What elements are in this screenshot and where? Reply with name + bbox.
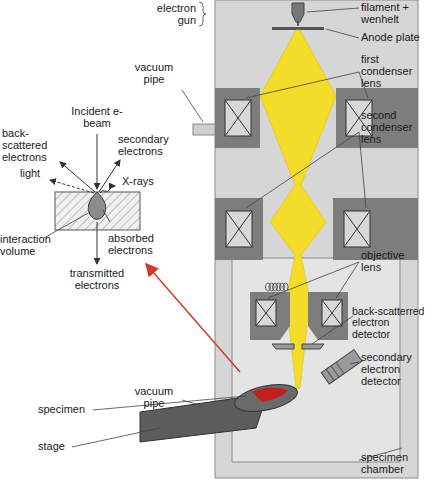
part-label: objective lens xyxy=(361,250,427,274)
part-label: first condenser lens xyxy=(361,54,427,90)
part-label: secondary electron detector xyxy=(361,352,429,388)
coil-turn xyxy=(283,283,288,291)
part-label: Anode plate xyxy=(361,32,425,44)
part-label: transmitted electrons xyxy=(58,268,136,292)
part-label: back-scattered electrons xyxy=(2,128,58,164)
part-label: vacuum pipe xyxy=(124,386,184,410)
part-label: specimen xyxy=(38,404,96,416)
part-label: light xyxy=(20,168,50,180)
part-label: second condenser lens xyxy=(361,110,427,146)
part-label: interaction volume xyxy=(0,234,54,258)
part-label: stage xyxy=(38,441,78,453)
part-label: filament + wenhelt xyxy=(361,2,431,26)
part-label: vacuum pipe xyxy=(124,62,184,86)
part-label: secondary electrons xyxy=(118,134,184,158)
part-label: specimen chamber xyxy=(361,452,427,476)
part-label: electron gun xyxy=(140,3,196,27)
part-label: Incident e-beam xyxy=(64,106,130,130)
part-label: back-scatterred electron detector xyxy=(352,306,430,340)
part-label: absorbed electrons xyxy=(108,233,170,257)
part-label: X-rays xyxy=(122,176,162,188)
